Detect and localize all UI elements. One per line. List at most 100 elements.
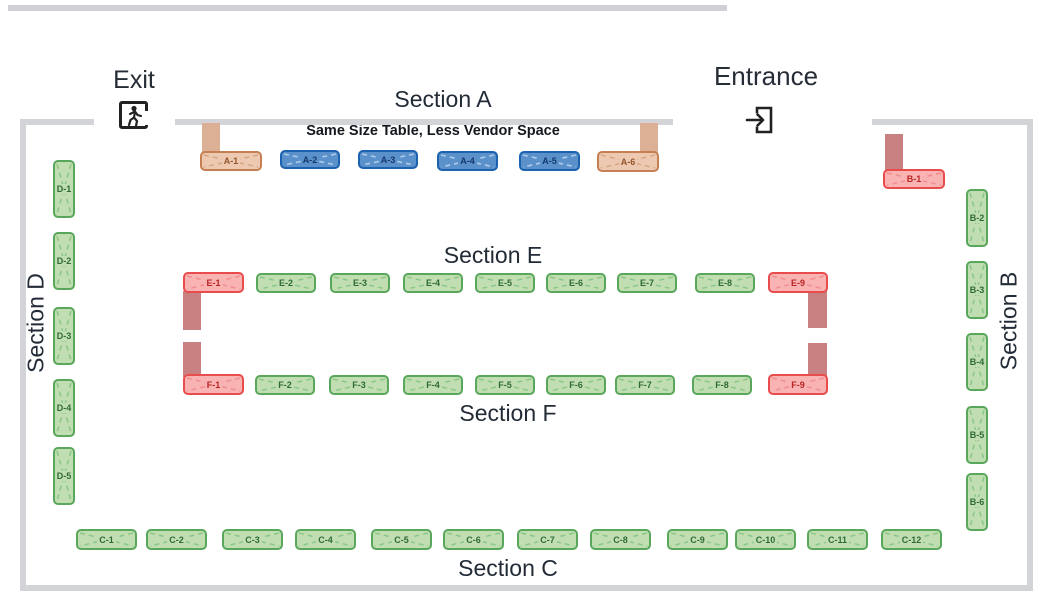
table-label: A-3 — [378, 154, 398, 165]
entrance-label: Entrance — [713, 61, 819, 91]
table-A-4[interactable]: A-4 — [437, 151, 498, 171]
table-label: C-8 — [611, 534, 630, 545]
table-D-1[interactable]: D-1 — [53, 160, 75, 218]
table-B-1[interactable]: B-1 — [883, 169, 945, 189]
table-E-4[interactable]: E-4 — [403, 273, 463, 293]
table-C-7[interactable]: C-7 — [517, 529, 578, 550]
title-section-c: Section C — [458, 555, 558, 581]
table-E-8[interactable]: E-8 — [695, 273, 755, 293]
wall-segment — [20, 119, 94, 125]
table-label: B-4 — [967, 357, 987, 367]
table-A-2[interactable]: A-2 — [280, 150, 340, 169]
table-F-4[interactable]: F-4 — [403, 375, 463, 395]
table-label: C-9 — [688, 534, 707, 545]
table-label: E-4 — [423, 278, 442, 288]
table-C-1[interactable]: C-1 — [76, 529, 137, 550]
table-A-5[interactable]: A-5 — [519, 151, 580, 171]
table-label: C-1 — [97, 534, 116, 545]
table-label: C-4 — [316, 534, 335, 545]
table-label: F-8 — [713, 380, 731, 390]
exit-icon — [119, 101, 150, 134]
table-label: A-4 — [458, 156, 477, 166]
table-label: D-2 — [54, 256, 74, 266]
title-section-f: Section F — [459, 400, 557, 426]
table-label: D-5 — [54, 471, 74, 481]
table-label: C-5 — [392, 534, 411, 545]
table-F-2[interactable]: F-2 — [255, 375, 315, 395]
table-label: C-6 — [464, 534, 483, 545]
table-C-5[interactable]: C-5 — [371, 529, 432, 550]
wall-segment — [175, 119, 673, 125]
table-C-6[interactable]: C-6 — [443, 529, 504, 550]
table-label: F-3 — [350, 380, 368, 390]
table-A-1[interactable]: A-1 — [200, 151, 262, 171]
table-C-11[interactable]: C-11 — [807, 529, 868, 550]
table-C-3[interactable]: C-3 — [222, 529, 283, 550]
vendor-space-bar — [640, 123, 658, 153]
table-label: B-2 — [967, 213, 987, 223]
table-C-8[interactable]: C-8 — [590, 529, 651, 550]
table-label: F-1 — [204, 379, 223, 390]
vendor-space-note: Same Size Table, Less Vendor Space — [306, 123, 560, 139]
table-B-3[interactable]: B-3 — [966, 261, 988, 319]
table-E-3[interactable]: E-3 — [330, 273, 390, 293]
top-divider-line — [8, 5, 727, 11]
vendor-space-bar — [808, 343, 827, 377]
table-label: E-2 — [276, 278, 295, 288]
table-label: A-6 — [618, 156, 638, 167]
table-label: C-7 — [538, 534, 557, 545]
table-B-2[interactable]: B-2 — [966, 189, 988, 247]
table-C-4[interactable]: C-4 — [295, 529, 356, 550]
table-D-5[interactable]: D-5 — [53, 447, 75, 505]
table-label: A-1 — [221, 156, 241, 166]
table-label: B-6 — [967, 497, 987, 507]
table-label: D-3 — [54, 331, 74, 341]
table-label: E-7 — [637, 278, 656, 288]
table-label: C-12 — [899, 534, 924, 545]
table-E-9[interactable]: E-9 — [768, 272, 828, 293]
table-F-7[interactable]: F-7 — [615, 375, 675, 395]
table-F-3[interactable]: F-3 — [329, 375, 389, 395]
title-section-e: Section E — [443, 242, 543, 268]
table-B-4[interactable]: B-4 — [966, 333, 988, 391]
table-label: A-5 — [540, 156, 559, 166]
table-label: B-3 — [967, 285, 987, 295]
wall-segment — [20, 585, 1033, 591]
table-C-9[interactable]: C-9 — [667, 529, 728, 550]
table-label: A-2 — [300, 154, 320, 165]
table-label: E-8 — [715, 278, 734, 288]
table-D-2[interactable]: D-2 — [53, 232, 75, 290]
title-section-b: Section B — [995, 271, 1022, 371]
table-F-1[interactable]: F-1 — [183, 374, 244, 395]
table-A-6[interactable]: A-6 — [597, 151, 659, 172]
table-B-5[interactable]: B-5 — [966, 406, 988, 464]
table-label: F-7 — [636, 380, 654, 390]
table-A-3[interactable]: A-3 — [358, 150, 418, 169]
table-label: F-4 — [424, 380, 442, 390]
table-E-7[interactable]: E-7 — [617, 273, 677, 293]
table-B-6[interactable]: B-6 — [966, 473, 988, 531]
table-F-6[interactable]: F-6 — [546, 375, 606, 395]
table-label: D-4 — [54, 403, 74, 413]
table-C-2[interactable]: C-2 — [146, 529, 207, 550]
vendor-space-bar — [183, 342, 201, 377]
table-label: D-1 — [54, 184, 74, 194]
table-label: E-5 — [495, 278, 514, 288]
table-F-5[interactable]: F-5 — [475, 375, 535, 395]
table-E-2[interactable]: E-2 — [256, 273, 316, 293]
table-D-3[interactable]: D-3 — [53, 307, 75, 365]
title-section-a: Section A — [394, 86, 492, 112]
table-E-5[interactable]: E-5 — [475, 273, 535, 293]
entrance-icon — [744, 102, 778, 141]
table-label: B-5 — [967, 430, 987, 440]
exit-label: Exit — [113, 66, 155, 94]
table-D-4[interactable]: D-4 — [53, 379, 75, 437]
table-E-1[interactable]: E-1 — [183, 272, 244, 293]
table-F-9[interactable]: F-9 — [768, 374, 828, 395]
table-F-8[interactable]: F-8 — [692, 375, 752, 395]
table-E-6[interactable]: E-6 — [546, 273, 606, 293]
vendor-space-bar — [202, 123, 220, 153]
table-C-10[interactable]: C-10 — [735, 529, 796, 550]
table-C-12[interactable]: C-12 — [881, 529, 942, 550]
